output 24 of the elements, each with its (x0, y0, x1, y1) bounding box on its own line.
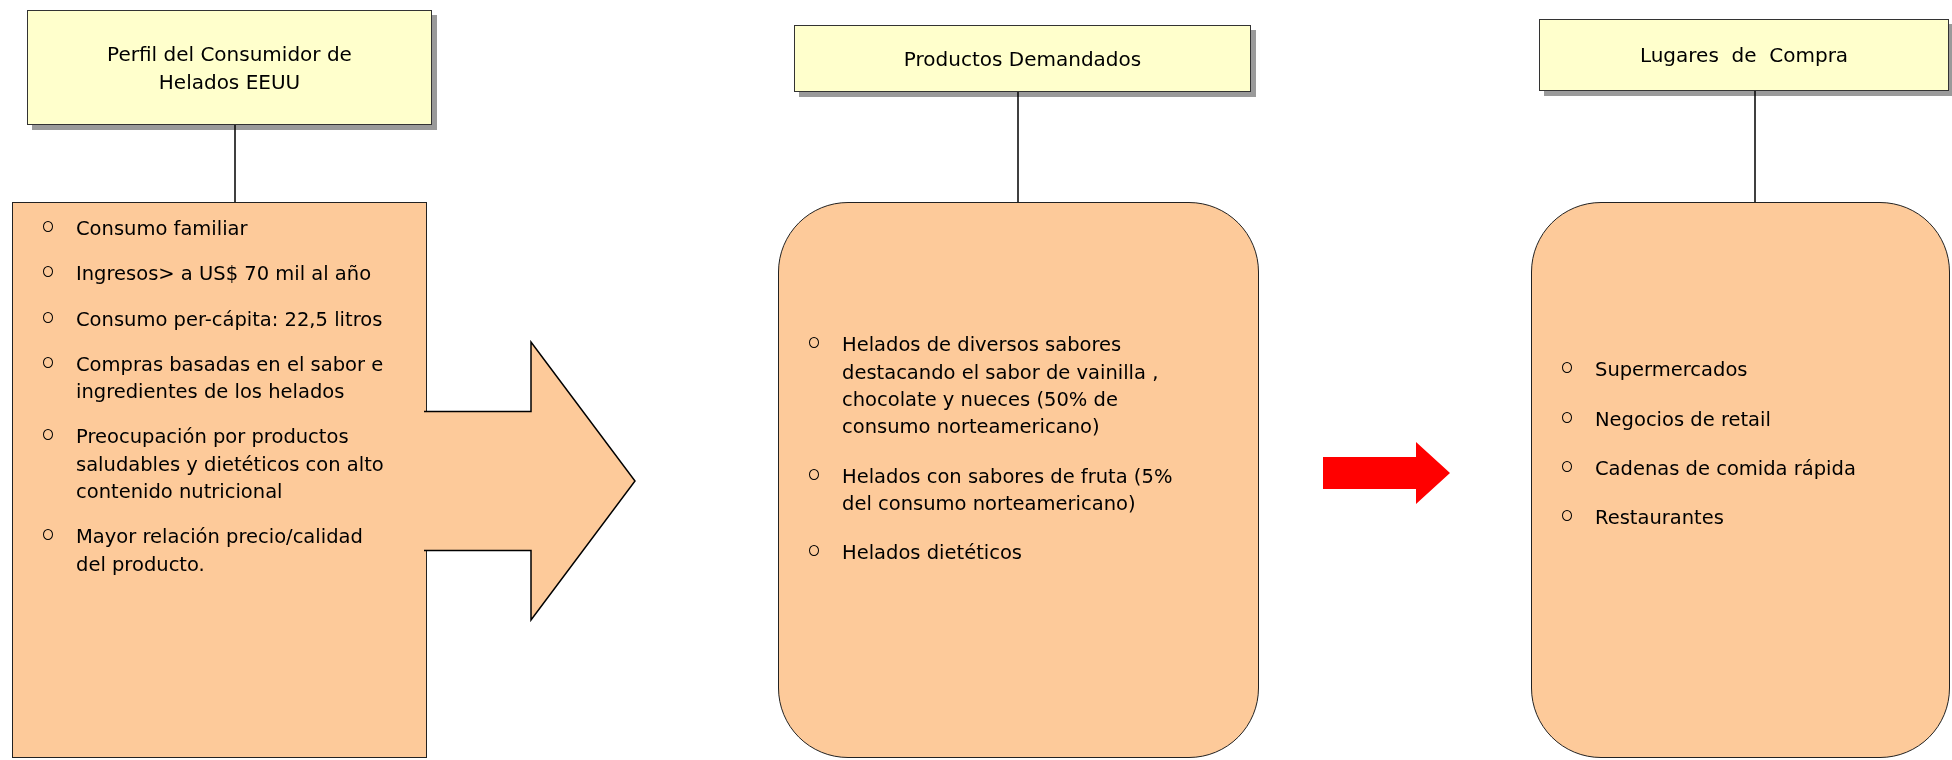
block-arrow (1323, 442, 1450, 504)
connector-line (1017, 91, 1019, 203)
list-item: Helados dietéticos (842, 540, 1022, 567)
connector-line (234, 124, 236, 203)
rounded-box (1531, 202, 1950, 758)
list-item: Compras basadas en el sabor e ingredientes de los helados (76, 351, 385, 406)
list-item: Consumo per-cápita: 22,5 litros (76, 306, 383, 333)
list-item: Helados de diversos sabores destacando el sabor de vainilla , chocolate y nueces (50% de consumo norteamericano) (842, 332, 1160, 441)
list-item: Preocupación por productos saludables y dietéticos con alto contenido nutricional (76, 424, 385, 506)
list-item: Ingresos> a US$ 70 mil al año (76, 261, 372, 288)
list-item: Helados con sabores de fruta (5% del consumo norteamericano) (842, 463, 1174, 517)
title-text: Lugares de Compra (1639, 42, 1849, 69)
rounded-box (778, 202, 1259, 758)
connector-line (1754, 90, 1756, 203)
list-item: Supermercados (1595, 357, 1748, 384)
block-arrow (423, 339, 636, 623)
list-item: Consumo familiar (76, 216, 248, 242)
list-box (12, 202, 427, 758)
list-item: Restaurantes (1595, 505, 1724, 532)
list-item: Mayor relación precio/calidad del producto. (76, 524, 364, 578)
title-text: Productos Demandados (903, 45, 1142, 73)
title-text: Perfil del Consumidor de Helados EEUU (106, 40, 353, 96)
list-item: Cadenas de comida rápida (1595, 456, 1856, 482)
list-item: Negocios de retail (1595, 406, 1771, 433)
